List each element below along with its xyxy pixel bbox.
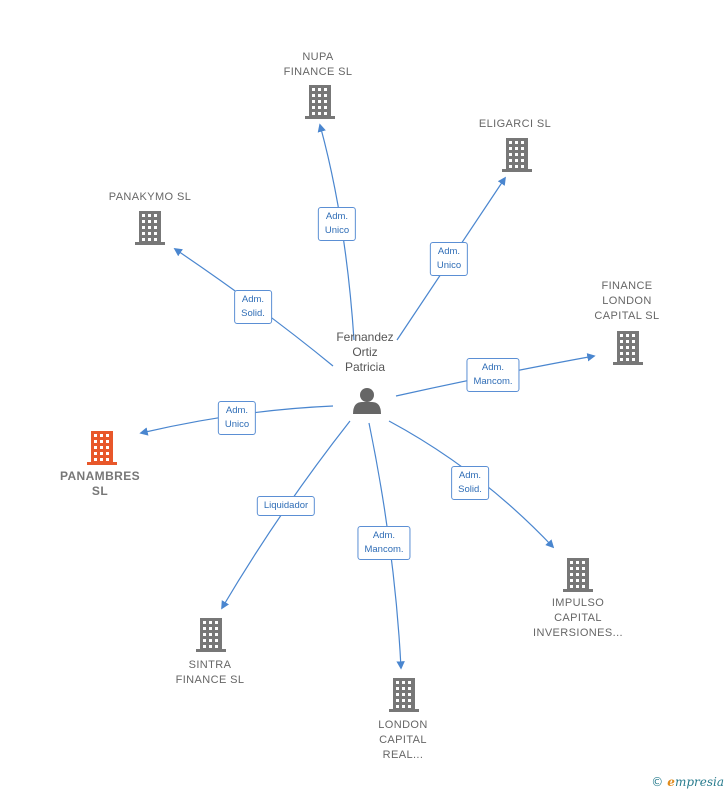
company-label-panakymo[interactable]: PANAKYMO SL <box>108 191 192 203</box>
building-icon <box>196 618 226 652</box>
building-icon <box>613 331 643 365</box>
brand-initial: e <box>667 775 675 789</box>
building-icon <box>502 138 532 172</box>
person-name[interactable]: Fernandez Ortiz Patricia <box>336 330 394 374</box>
role-label-london-capital[interactable]: Adm. Mancom. <box>357 526 411 560</box>
building-icon <box>563 558 593 592</box>
brand-rest: mpresia <box>674 775 724 789</box>
role-label-finance-london[interactable]: Adm. Mancom. <box>466 358 520 392</box>
role-label-panambres[interactable]: Adm. Unico <box>217 401 257 435</box>
company-label-london-capital[interactable]: LONDON CAPITAL REAL... <box>378 719 428 761</box>
building-icon <box>389 678 419 712</box>
building-icon <box>135 211 165 245</box>
role-label-impulso[interactable]: Adm. Solid. <box>451 466 489 500</box>
building-icon <box>305 85 335 119</box>
company-label-panambres[interactable]: PANAMBRES SL <box>59 469 141 498</box>
company-label-impulso[interactable]: IMPULSO CAPITAL INVERSIONES... <box>533 597 623 639</box>
role-label-panakymo[interactable]: Adm. Solid. <box>234 290 272 324</box>
person-icon <box>353 388 381 414</box>
role-label-sintra[interactable]: Liquidador <box>256 496 316 516</box>
copyright-symbol: © <box>651 775 664 789</box>
watermark: ©empresia <box>651 775 724 789</box>
role-label-nupa[interactable]: Adm. Unico <box>317 207 357 241</box>
company-label-eligarci[interactable]: ELIGARCI SL <box>478 118 552 130</box>
role-label-eligarci[interactable]: Adm. Unico <box>429 242 469 276</box>
node-icons <box>87 85 643 712</box>
company-label-finance-london[interactable]: FINANCE LONDON CAPITAL SL <box>594 280 660 322</box>
building-icon <box>87 431 117 465</box>
company-label-nupa[interactable]: NUPA FINANCE SL <box>283 51 353 78</box>
company-label-sintra[interactable]: SINTRA FINANCE SL <box>175 659 245 686</box>
